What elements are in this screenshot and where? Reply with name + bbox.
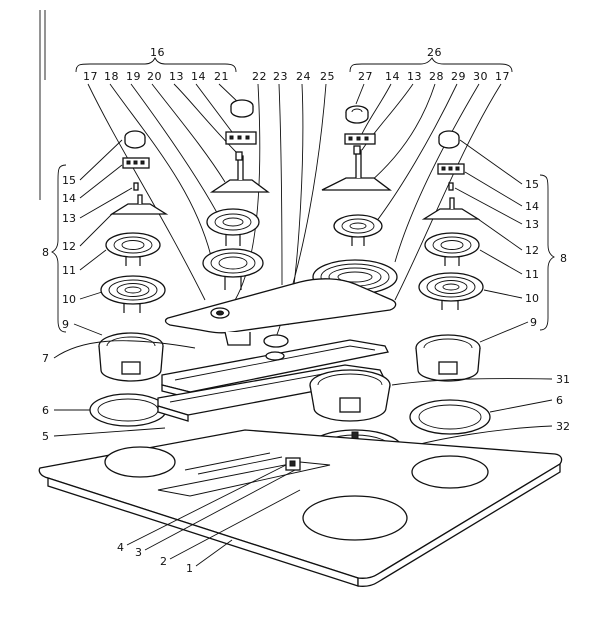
left-leaders xyxy=(53,139,196,437)
label-29: 29 xyxy=(451,70,466,83)
label-10-left: 10 xyxy=(62,293,76,306)
label-1: 1 xyxy=(186,562,193,575)
label-7: 7 xyxy=(42,352,49,365)
label-group-right: 26 xyxy=(427,46,442,59)
label-10-right: 10 xyxy=(525,292,539,305)
top-left-item-labels: 17 18 19 20 13 14 21 xyxy=(83,70,229,83)
label-13-right: 13 xyxy=(525,218,539,231)
label-2: 2 xyxy=(160,555,167,568)
label-14a: 14 xyxy=(191,70,206,83)
label-17a: 17 xyxy=(83,70,98,83)
label-5: 5 xyxy=(42,430,49,443)
label-19a: 19 xyxy=(126,70,141,83)
label-18a: 18 xyxy=(104,70,119,83)
brace-right-8 xyxy=(539,174,556,331)
label-12-left: 12 xyxy=(62,240,76,253)
label-11-left: 11 xyxy=(62,264,76,277)
label-31: 31 xyxy=(556,373,570,386)
brace-group-left xyxy=(75,56,237,73)
bottom-labels: 4 3 2 1 xyxy=(117,464,301,575)
label-9-right: 9 xyxy=(530,316,537,329)
label-13-left: 13 xyxy=(62,212,76,225)
top-center-labels: 22 23 24 25 xyxy=(252,70,335,83)
label-17b: 17 xyxy=(495,70,510,83)
label-24: 24 xyxy=(296,70,311,83)
top-right-item-labels: 27 14 13 28 29 30 17 xyxy=(358,70,510,83)
left-stack xyxy=(89,130,169,427)
label-22: 22 xyxy=(252,70,267,83)
label-3: 3 xyxy=(135,546,142,559)
right-stack xyxy=(409,130,491,435)
label-25: 25 xyxy=(320,70,335,83)
label-15-left: 15 xyxy=(62,174,76,187)
brace-left-8 xyxy=(50,164,67,333)
center-left-elements xyxy=(202,99,270,290)
label-20: 20 xyxy=(147,70,162,83)
label-23: 23 xyxy=(273,70,288,83)
right-leaders xyxy=(391,139,553,449)
label-13b: 13 xyxy=(407,70,422,83)
label-9-left: 9 xyxy=(62,318,69,331)
label-12-right: 12 xyxy=(525,244,539,257)
label-11-right: 11 xyxy=(525,268,539,281)
brace-group-right xyxy=(349,57,513,73)
label-14-right: 14 xyxy=(525,200,539,213)
center-right-elements xyxy=(312,105,398,306)
label-8-right: 8 xyxy=(560,252,567,265)
label-21: 21 xyxy=(214,70,229,83)
cooktop-base xyxy=(38,429,563,588)
label-14b: 14 xyxy=(385,70,400,83)
drip-pan-31 xyxy=(309,369,391,422)
label-27: 27 xyxy=(358,70,373,83)
label-14-left: 14 xyxy=(62,192,76,205)
label-6-right: 6 xyxy=(556,394,563,407)
label-32: 32 xyxy=(556,420,570,433)
left-labels: 15 14 13 12 11 10 9 7 6 5 xyxy=(42,174,76,443)
label-4: 4 xyxy=(117,541,124,554)
label-group-left: 16 xyxy=(150,46,165,59)
label-28: 28 xyxy=(429,70,444,83)
right-labels: 15 14 13 12 11 10 9 31 6 32 xyxy=(525,178,570,433)
label-6-left: 6 xyxy=(42,404,49,417)
label-30: 30 xyxy=(473,70,488,83)
griddle-cover xyxy=(164,278,397,346)
label-13a: 13 xyxy=(169,70,184,83)
label-8-left: 8 xyxy=(42,246,49,259)
label-15-right: 15 xyxy=(525,178,539,191)
